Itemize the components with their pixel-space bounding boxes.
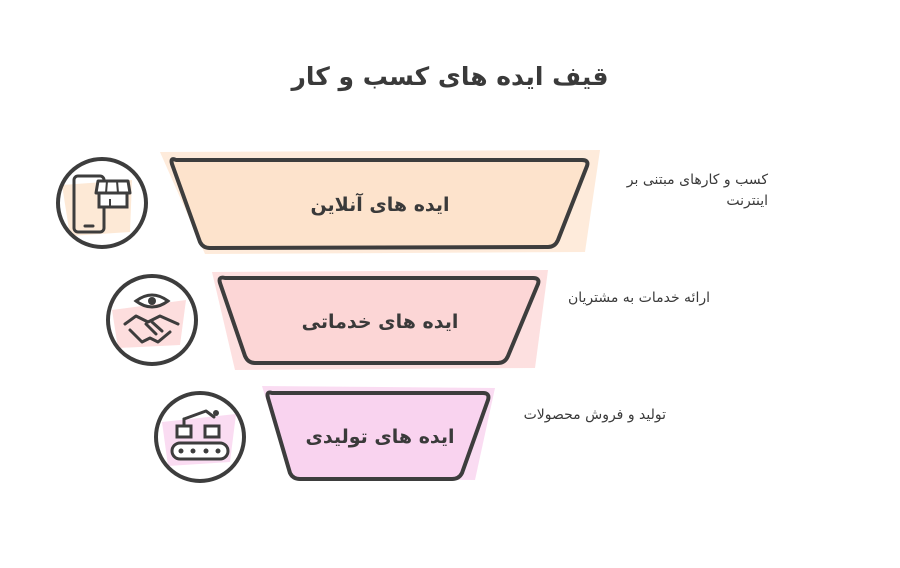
stage-2-trapezoid xyxy=(217,275,541,365)
factory-conveyor-icon xyxy=(154,391,246,483)
stage-1-trapezoid xyxy=(169,157,590,250)
stage-1-description: کسب و کارهای مبتنی بر اینترنت xyxy=(626,172,768,209)
stage-3-label: ایده های تولیدی xyxy=(305,426,455,448)
funnel-stage-service xyxy=(212,270,548,370)
stage-2-description: ارائه خدمات به مشتریان xyxy=(567,290,710,306)
stage-1-label: ایده های آنلاین xyxy=(310,194,450,216)
stage-3-trapezoid xyxy=(265,390,491,481)
funnel-stage-production xyxy=(262,386,495,481)
stage-2-label: ایده های خدماتی xyxy=(301,311,459,333)
handshake-eye-icon xyxy=(106,274,198,366)
diagram-title: قیف ایده های کسب و کار xyxy=(291,62,609,91)
phone-shop-icon xyxy=(56,157,148,249)
stage-3-description: تولید و فروش محصولات xyxy=(523,407,666,423)
funnel-stage-online xyxy=(160,150,600,254)
